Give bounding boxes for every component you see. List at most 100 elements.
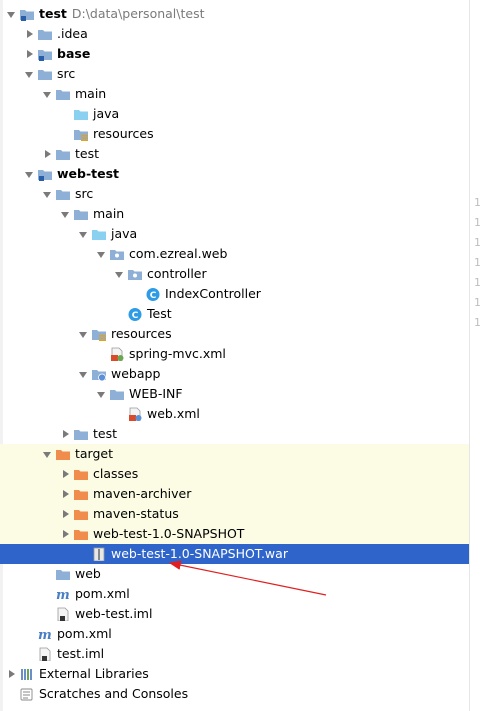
tree-node-text: spring-mvc.xml [129,346,226,361]
tree-node[interactable]: Scratches and Consoles [0,684,470,704]
chevron-right-icon[interactable] [6,664,18,684]
tree-node-label: web-test.iml [75,604,152,624]
chevron-down-icon[interactable] [24,164,36,184]
chevron-down-icon[interactable] [114,264,126,284]
tree-node-text: main [93,206,125,221]
tree-node-label: java [111,224,137,244]
folder-icon [55,147,71,161]
tree-node[interactable]: src [0,64,470,84]
chevron-down-icon[interactable] [78,224,90,244]
gutter-line-number: 1 [474,196,481,209]
tree-node[interactable]: test [0,144,470,164]
tree-node-label: .idea [57,24,88,44]
iml-file-icon [37,647,53,662]
tree-node[interactable]: target [0,444,470,464]
tree-node[interactable]: main [0,204,470,224]
tree-node[interactable]: java [0,224,470,244]
excluded-folder-icon [73,467,89,481]
iml-file-icon [55,607,71,622]
chevron-down-icon[interactable] [42,84,54,104]
tree-node-label: test [93,424,117,444]
tree-node-label: src [57,64,75,84]
tree-node-text: base [57,46,91,61]
tree-node[interactable]: maven-archiver [0,484,470,504]
tree-node[interactable]: web-test-1.0-SNAPSHOT.war [0,544,470,564]
tree-node-label: main [75,84,106,104]
chevron-down-icon[interactable] [6,4,18,24]
tree-node[interactable]: test [0,424,470,444]
tree-node-label: web.xml [147,404,200,424]
svg-text:m: m [38,628,52,641]
tree-node-text: java [93,106,120,121]
gutter-line-number: 1 [474,296,481,309]
tree-node-label: controller [147,264,207,284]
folder-icon [73,207,89,221]
tree-node[interactable]: controller [0,264,470,284]
chevron-down-icon[interactable] [78,364,90,384]
chevron-right-icon[interactable] [42,144,54,164]
chevron-down-icon[interactable] [96,244,108,264]
chevron-down-icon[interactable] [42,184,54,204]
tree-node[interactable]: classes [0,464,470,484]
tree-node-text: src [57,66,76,81]
tree-node[interactable]: main [0,84,470,104]
tree-node-label: pom.xml [75,584,130,604]
chevron-down-icon[interactable] [96,384,108,404]
tree-node[interactable]: External Libraries [0,664,470,684]
tree-node[interactable]: web-test [0,164,470,184]
chevron-down-icon[interactable] [24,64,36,84]
tree-node[interactable]: java [0,104,470,124]
tree-node-label: src [75,184,93,204]
excluded-folder-icon [55,447,71,461]
folder-icon [37,27,53,41]
tree-node[interactable]: com.ezreal.web [0,244,470,264]
tree-node[interactable]: web [0,564,470,584]
chevron-right-icon[interactable] [24,24,36,44]
tree-node[interactable]: spring-mvc.xml [0,344,470,364]
maven-icon: m [37,627,53,643]
tree-node-label: web [75,564,101,584]
tree-node[interactable]: base [0,44,470,64]
tree-node-label: External Libraries [39,664,149,684]
tree-node-label: test [75,144,99,164]
tree-node[interactable]: src [0,184,470,204]
archive-icon [91,547,107,562]
tree-node-text: IndexController [165,286,261,301]
tree-node[interactable]: web.xml [0,404,470,424]
tree-node-label: resources [93,124,154,144]
chevron-right-icon[interactable] [60,484,72,504]
tree-node[interactable]: web-test.iml [0,604,470,624]
chevron-right-icon[interactable] [60,504,72,524]
chevron-right-icon[interactable] [60,424,72,444]
folder-icon [73,427,89,441]
chevron-down-icon[interactable] [78,324,90,344]
tree-node[interactable]: WEB-INF [0,384,470,404]
tree-node[interactable]: test.iml [0,644,470,664]
tree-node[interactable]: maven-status [0,504,470,524]
maven-icon: m [55,587,71,603]
tree-node[interactable]: web-test-1.0-SNAPSHOT [0,524,470,544]
source-folder-icon [73,107,89,121]
folder-icon [37,67,53,81]
chevron-down-icon[interactable] [42,444,54,464]
tree-node[interactable]: .idea [0,24,470,44]
tree-node[interactable]: webapp [0,364,470,384]
chevron-right-icon[interactable] [24,44,36,64]
chevron-down-icon[interactable] [60,204,72,224]
tree-node-text: classes [93,466,139,481]
left-edge [0,0,3,711]
module-folder-icon [37,47,53,61]
tree-node-text: web.xml [147,406,200,421]
chevron-right-icon[interactable] [60,464,72,484]
gutter-line-number: 1 [474,256,481,269]
tree-node[interactable]: resources [0,324,470,344]
chevron-right-icon[interactable] [60,524,72,544]
tree-node[interactable]: resources [0,124,470,144]
